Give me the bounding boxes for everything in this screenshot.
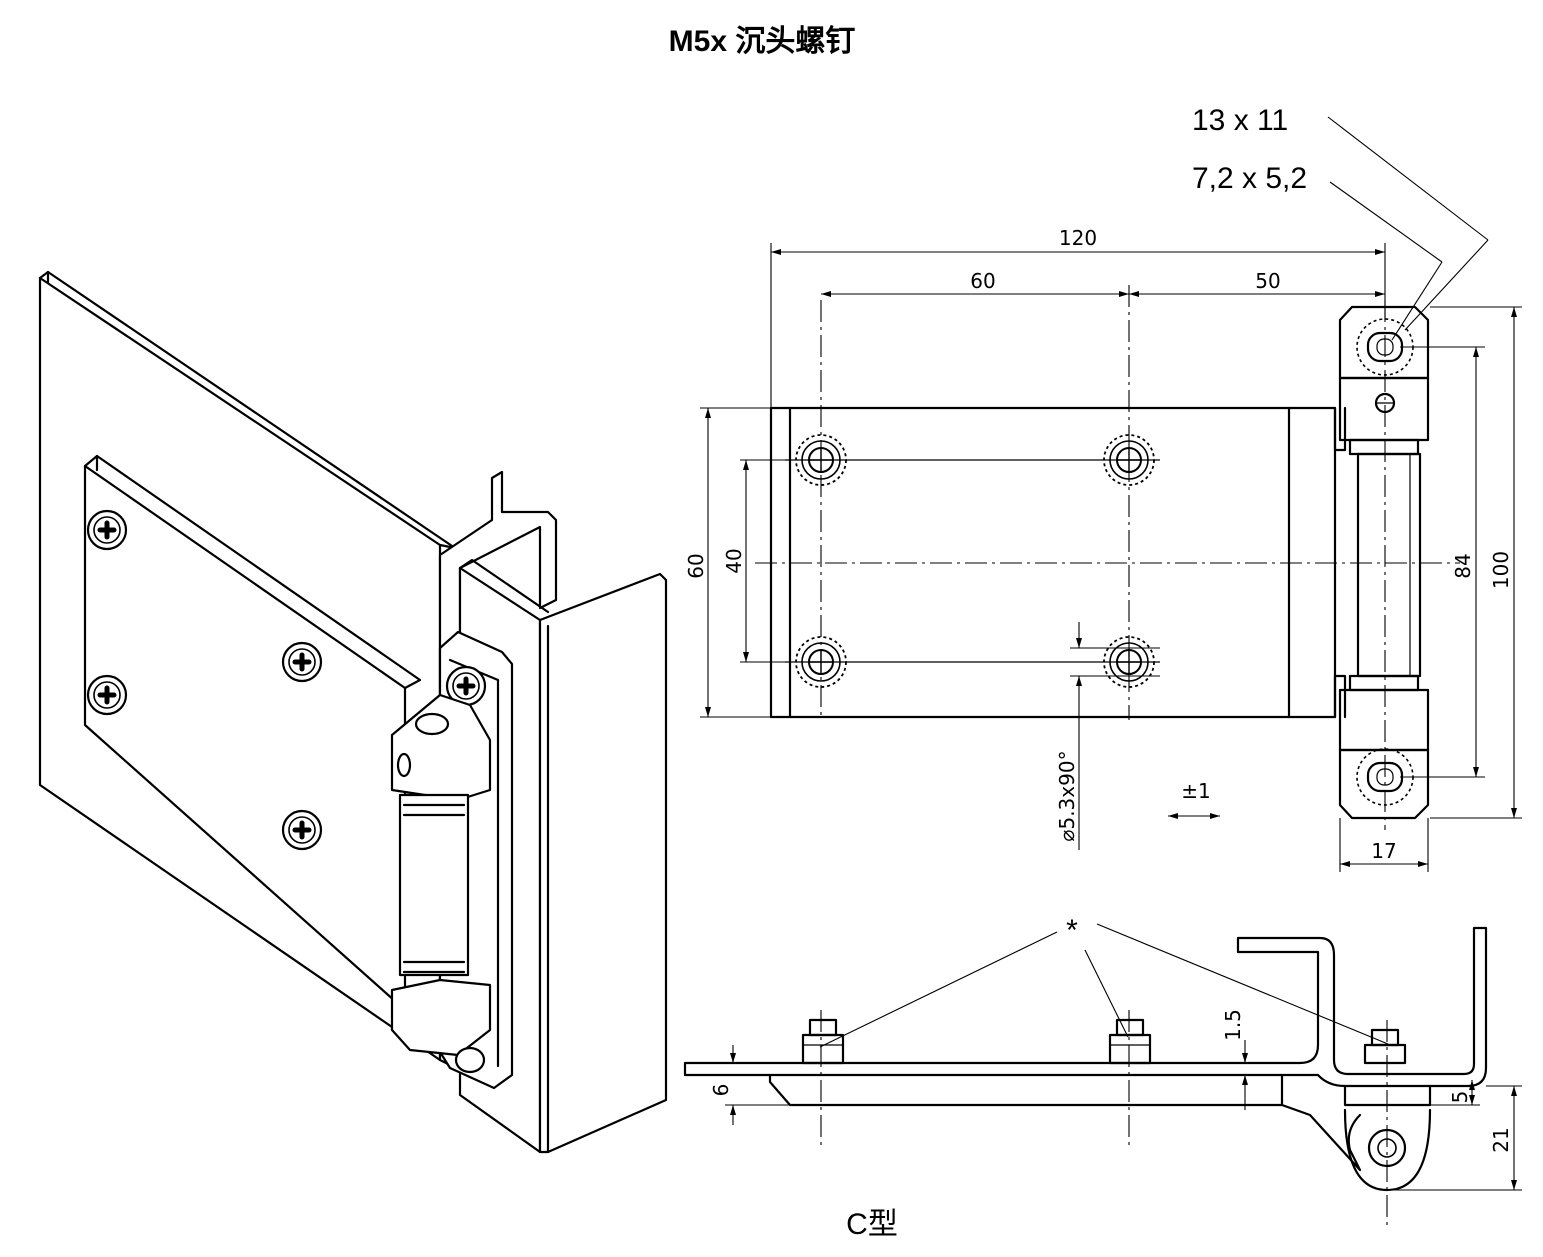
callout-7.2x5.2: 7,2 x 5,2 (1192, 162, 1307, 195)
dim-6: 6 (709, 1084, 733, 1097)
dim-50: 50 (1255, 269, 1280, 293)
dim-60: 60 (970, 269, 995, 293)
countersink-label: ⌀5.3x90° (1055, 750, 1079, 841)
screw-head-icon (283, 811, 321, 849)
dim-100: 100 (1489, 551, 1513, 589)
screw-head-icon (283, 643, 321, 681)
dim-84: 84 (1451, 553, 1475, 578)
dim-60-vertical: 60 (684, 553, 708, 578)
asterisk-mark: * (1066, 914, 1078, 947)
screw-head-icon (88, 511, 126, 549)
dim-120: 120 (1059, 226, 1097, 250)
screw-head-icon (88, 676, 126, 714)
dim-21: 21 (1489, 1127, 1513, 1152)
dim-1.5: 1.5 (1221, 1009, 1245, 1041)
adjustment-label: ±1 (1181, 779, 1210, 803)
caption-text: C型 (846, 1208, 898, 1241)
side-view: * 1.5 6 (683, 914, 1522, 1225)
isometric-view (38, 270, 668, 1154)
front-view: 120 60 50 60 40 84 100 17 (684, 104, 1522, 872)
title-text: M5x 沉头螺钉 (669, 25, 856, 58)
dim-40-vertical: 40 (722, 548, 746, 573)
dim-17: 17 (1371, 839, 1396, 863)
dim-5: 5 (1448, 1091, 1472, 1104)
callout-13x11: 13 x 11 (1192, 104, 1288, 137)
